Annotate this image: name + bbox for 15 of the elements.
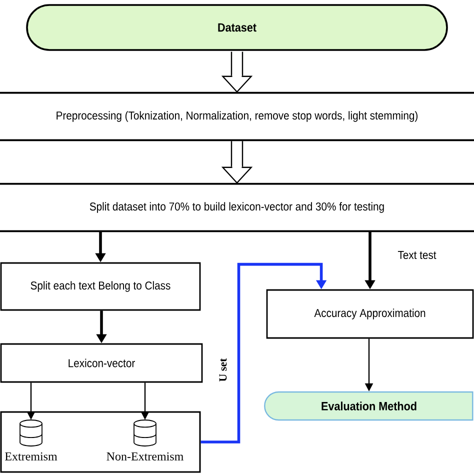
group-box — [0, 411, 201, 473]
process-box: Lexicon-vector — [0, 343, 203, 383]
process-box: Accuracy Approximation — [266, 289, 474, 339]
process-band: Split dataset into 70% to build lexicon-vector and 30% for testing — [0, 182, 474, 232]
database-cylinder — [134, 420, 156, 446]
database-cylinder — [20, 420, 42, 446]
end-terminal: Evaluation Method — [264, 391, 474, 421]
start-terminal: Dataset — [26, 4, 448, 51]
process-band: Preprocessing (Toknization, Normalization, remove stop words, light stemming) — [0, 92, 474, 142]
cylinder-label: Extremism — [5, 452, 58, 460]
process-box: Split each text Belong to Class — [0, 262, 201, 311]
arrow — [200, 262, 327, 444]
edge-label: U set — [219, 358, 227, 382]
edge-label: Text test — [398, 251, 436, 259]
cylinder-label: Non-Extremism — [106, 452, 184, 460]
